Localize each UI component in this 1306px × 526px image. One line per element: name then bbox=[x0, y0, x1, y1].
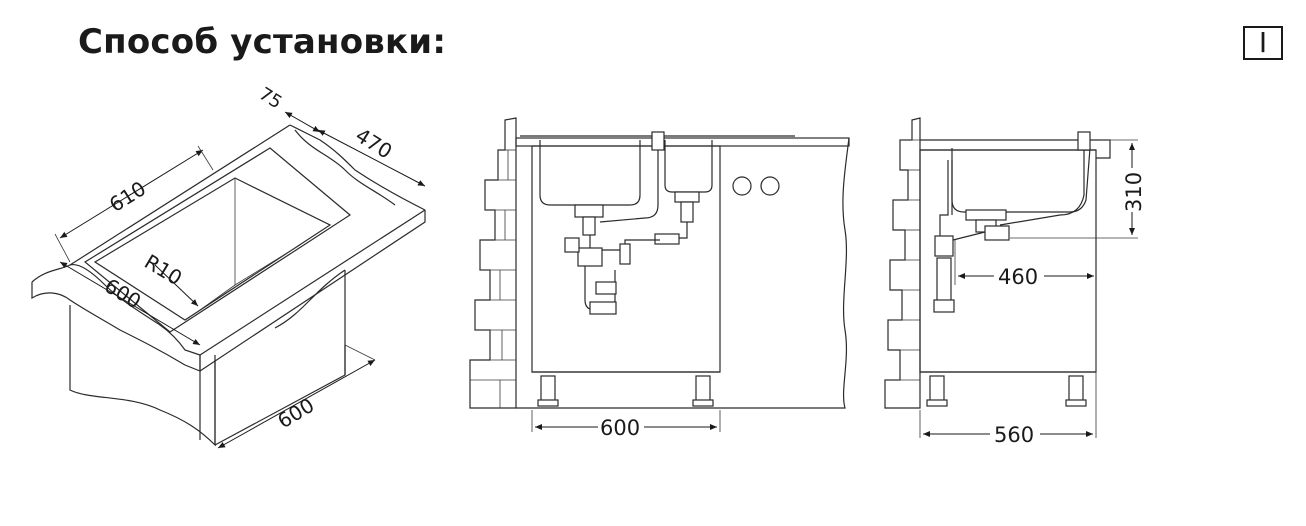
dim-radius-label: R10 bbox=[140, 249, 186, 290]
side-view: 460 310 560 bbox=[884, 117, 1146, 447]
dim-bowl-height-label: 310 bbox=[1122, 172, 1146, 212]
installation-type-badge: I bbox=[1243, 26, 1283, 60]
brick-wall-side bbox=[884, 117, 921, 409]
page-title: Способ установки: bbox=[78, 22, 447, 62]
isometric-view: 610 600 75 470 R10 600 bbox=[31, 83, 426, 449]
front-view: 600 bbox=[469, 117, 850, 440]
dim-side-depth-label: 560 bbox=[994, 423, 1034, 447]
brick-wall-front bbox=[469, 117, 517, 409]
dim-drain-offset-label: 460 bbox=[998, 265, 1038, 289]
dim-front-width-label: 600 bbox=[600, 416, 640, 440]
dim-width-label: 610 bbox=[105, 176, 150, 217]
dim-depth-label: 470 bbox=[351, 123, 396, 164]
dim-cabinet-side-label: 600 bbox=[273, 393, 318, 433]
dim-edge-label: 75 bbox=[255, 83, 286, 113]
